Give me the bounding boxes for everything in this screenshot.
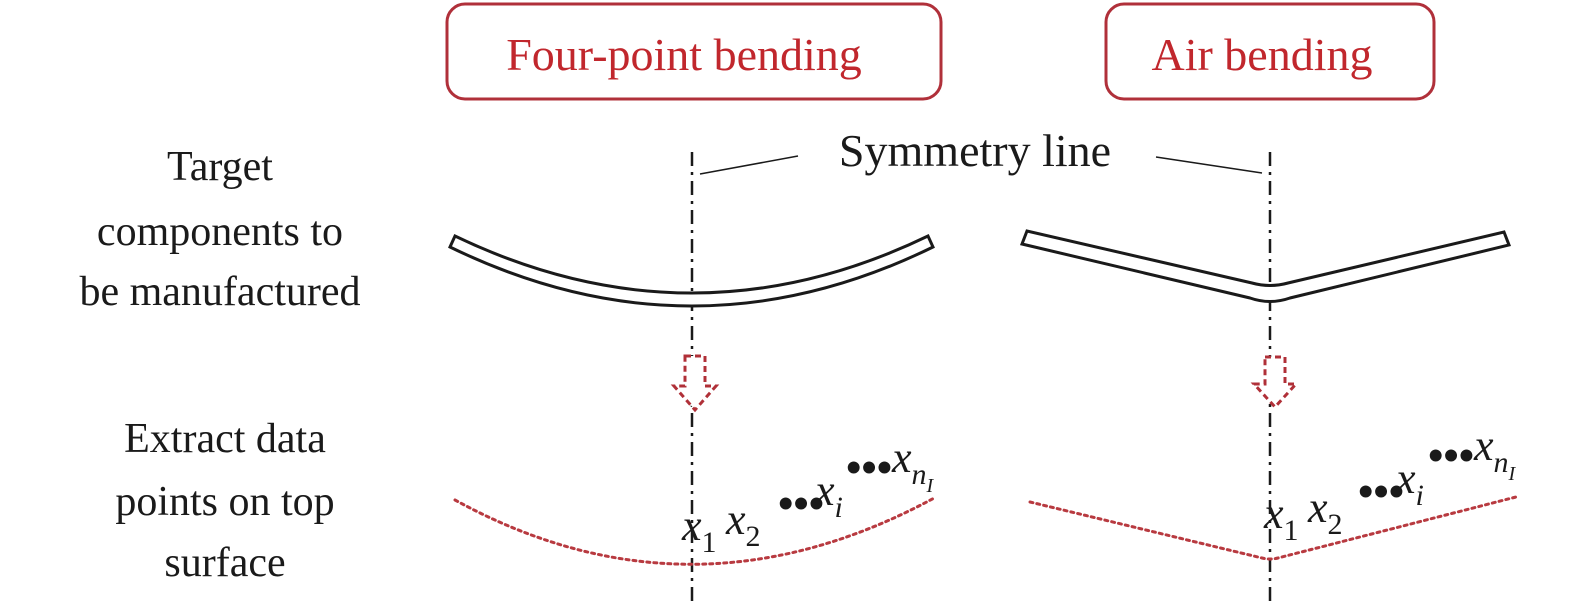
symmetry-leader-right bbox=[1155, 156, 1263, 174]
point-xn-air: xnI bbox=[1473, 421, 1517, 485]
ellipsis-2-air: ••• bbox=[1428, 431, 1474, 480]
dotted-surface-four-point bbox=[453, 495, 938, 566]
data-points-four-point: x1 x2 ••• xi ••• xnI bbox=[681, 433, 935, 559]
svg-text:Extract data: Extract data bbox=[124, 416, 326, 462]
point-xn: xnI bbox=[891, 433, 935, 497]
method-box-air: Air bending bbox=[1104, 2, 1436, 101]
data-points-air: x1 x2 ••• xi ••• xnI bbox=[1263, 421, 1517, 547]
svg-text:points on top: points on top bbox=[115, 479, 334, 525]
symmetry-line-label: Symmetry line bbox=[839, 125, 1111, 176]
point-x2-air: x2 bbox=[1307, 483, 1343, 541]
svg-text:Target: Target bbox=[167, 144, 273, 190]
method-title-four-point: Four-point bending bbox=[506, 29, 862, 80]
point-xi-air: xi bbox=[1395, 454, 1424, 512]
row-label-target: Target components to be manufactured bbox=[79, 144, 360, 315]
ellipsis-1: ••• bbox=[778, 479, 824, 528]
row-label-extract: Extract data points on top surface bbox=[115, 416, 334, 586]
svg-text:surface: surface bbox=[164, 540, 285, 586]
component-air bbox=[1019, 229, 1512, 303]
down-arrow-air bbox=[1250, 355, 1300, 410]
point-xi: xi bbox=[814, 466, 843, 524]
method-box-four-point: Four-point bending bbox=[445, 2, 943, 101]
method-title-air: Air bending bbox=[1151, 29, 1372, 80]
ellipsis-1-air: ••• bbox=[1358, 467, 1404, 516]
svg-text:be manufactured: be manufactured bbox=[79, 269, 360, 315]
down-arrow-four-point bbox=[670, 354, 720, 413]
svg-text:components to: components to bbox=[97, 209, 343, 255]
point-x2: x2 bbox=[725, 495, 761, 553]
point-x1-air: x1 bbox=[1263, 489, 1299, 547]
symmetry-leader-left bbox=[699, 155, 799, 175]
dotted-surface-air bbox=[1028, 495, 1518, 561]
point-x1: x1 bbox=[681, 501, 717, 559]
component-four-point bbox=[448, 233, 935, 308]
ellipsis-2: ••• bbox=[846, 443, 892, 492]
